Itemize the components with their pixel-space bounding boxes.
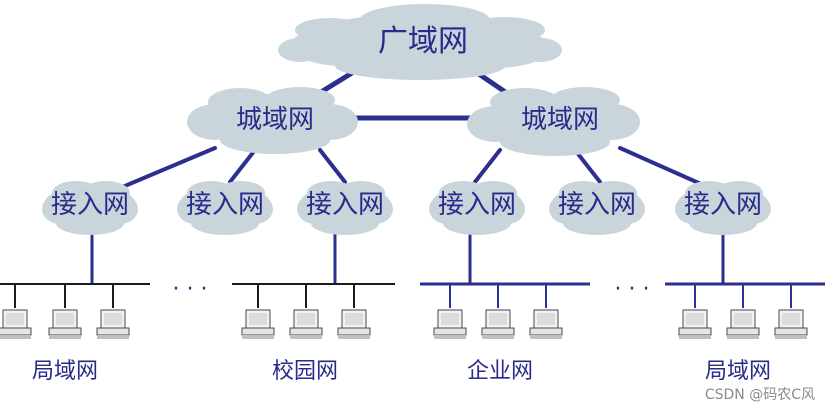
ellipsis-left: · · · xyxy=(173,277,208,302)
link-man-access-2 xyxy=(228,148,257,184)
link-man-access-4 xyxy=(473,148,502,184)
ellipsis-right: · · · xyxy=(615,277,650,302)
computer-icon xyxy=(241,309,275,340)
computer-icon xyxy=(0,309,32,340)
computer-icon xyxy=(289,309,323,340)
link-man-access-1 xyxy=(118,146,217,190)
computer-icon xyxy=(48,309,82,340)
access-label-4: 接入网 xyxy=(438,190,516,220)
computer-icon xyxy=(678,309,712,340)
lan-label-campus: 校园网 xyxy=(272,359,338,384)
cloud-access-6 xyxy=(675,181,771,235)
computer-icon xyxy=(433,309,467,340)
access-label-5: 接入网 xyxy=(558,190,636,220)
access-lan-links xyxy=(90,232,725,284)
access-clouds xyxy=(42,181,771,235)
access-label-6: 接入网 xyxy=(684,190,762,220)
computer-icon xyxy=(481,309,515,340)
cloud-wan xyxy=(278,4,562,80)
computer-icon xyxy=(337,309,371,340)
cloud-man-left xyxy=(187,87,358,154)
lan-label-local-1: 局域网 xyxy=(32,359,98,384)
cloud-access-3 xyxy=(297,181,393,235)
watermark: CSDN @码农C风 xyxy=(704,387,815,403)
cloud-access-5 xyxy=(549,181,645,235)
link-man-access-5 xyxy=(573,148,602,184)
wan-label: 广域网 xyxy=(378,24,468,59)
link-man-access-3 xyxy=(318,148,347,184)
cloud-man-right xyxy=(467,87,640,156)
lan-label-local-2: 局域网 xyxy=(705,359,771,384)
access-label-3: 接入网 xyxy=(306,190,384,220)
cloud-access-2 xyxy=(177,181,273,235)
cloud-access-1 xyxy=(42,181,138,235)
computer-icon xyxy=(529,309,563,340)
link-man-access-6 xyxy=(618,146,712,190)
access-links xyxy=(118,146,712,190)
man-label-left: 城域网 xyxy=(236,105,314,135)
computer-icon xyxy=(726,309,760,340)
access-label-2: 接入网 xyxy=(186,190,264,220)
man-label-right: 城域网 xyxy=(521,105,599,135)
computer-icon xyxy=(96,309,130,340)
lan-label-enterprise: 企业网 xyxy=(467,359,533,384)
computer-icon xyxy=(774,309,808,340)
computers xyxy=(0,284,808,340)
access-label-1: 接入网 xyxy=(51,190,129,220)
cloud-access-4 xyxy=(429,181,525,235)
